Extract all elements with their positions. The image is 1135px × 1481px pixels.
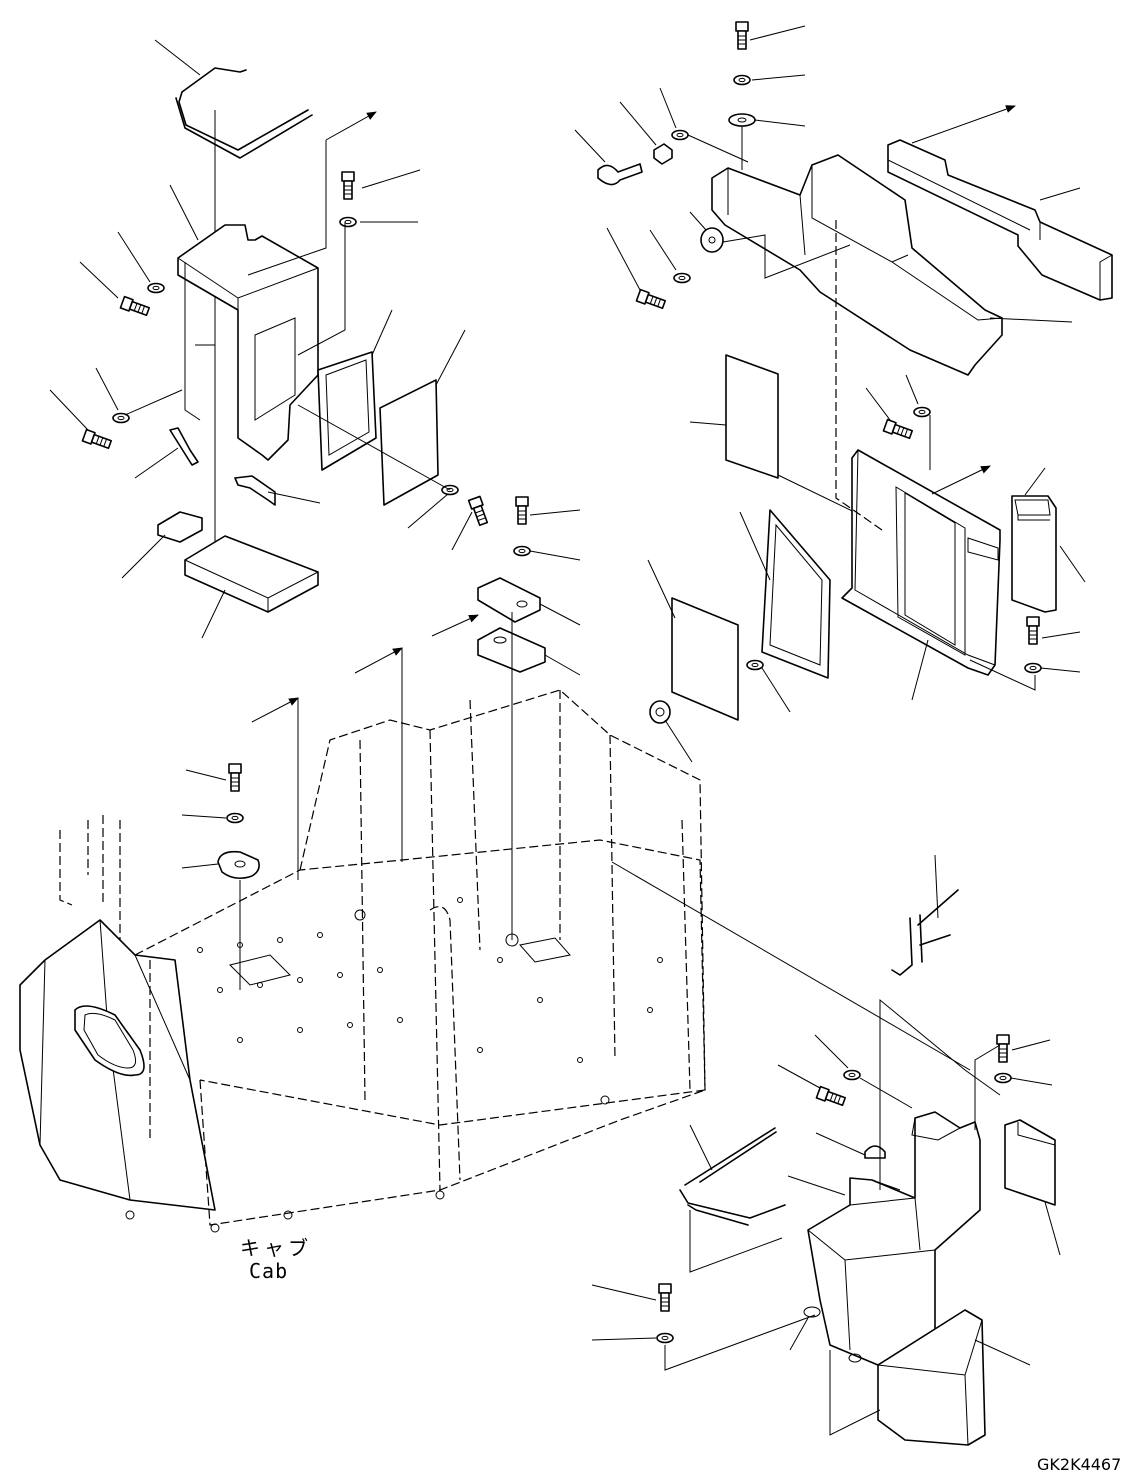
lower-right-cover-group bbox=[591, 854, 1061, 1446]
knob-bolt bbox=[597, 163, 643, 186]
box-cover-upper-left bbox=[177, 224, 319, 461]
mounting-flange-left bbox=[217, 850, 260, 880]
foam-pad-large bbox=[184, 535, 319, 613]
dome-plug bbox=[864, 1145, 886, 1159]
plate-right-panel bbox=[671, 597, 739, 721]
left-mount-group bbox=[181, 763, 260, 990]
cover-gasket-upper-left bbox=[317, 351, 377, 471]
foam-pad-right-upper bbox=[1004, 1119, 1056, 1206]
foam-block-small bbox=[157, 511, 203, 543]
channel-cover-top-right bbox=[711, 154, 1003, 376]
grommet-right bbox=[649, 700, 671, 724]
cab-oval-window bbox=[74, 1005, 145, 1077]
center-bracket-group bbox=[251, 496, 581, 940]
foam-strip-top-right bbox=[887, 139, 1113, 301]
cab-floor-holes bbox=[197, 897, 663, 1063]
cab-label-english: Cab bbox=[249, 1259, 289, 1283]
clip-small-left bbox=[169, 427, 199, 466]
cab-frame bbox=[19, 689, 971, 1233]
wire-clip-upper-left bbox=[175, 67, 313, 159]
foam-pad-right-lower bbox=[877, 1309, 986, 1446]
wire-clip-lower-right-top bbox=[891, 889, 959, 976]
rubber-washer-top bbox=[728, 113, 756, 127]
upper-left-cover-group bbox=[49, 39, 490, 639]
gasket-right-panel bbox=[761, 509, 831, 679]
upper-right-cover-group bbox=[574, 21, 1113, 763]
mounting-plate-small bbox=[477, 577, 541, 623]
cover-plate-upper-left bbox=[379, 379, 439, 506]
bracket-small-left bbox=[234, 475, 276, 506]
cover-panel-plate bbox=[725, 354, 779, 479]
seal-pad-right bbox=[1011, 495, 1057, 613]
cab-label-japanese: キャブ bbox=[240, 1236, 312, 1260]
drawing-code-label: GK2K4467 bbox=[1037, 1455, 1122, 1474]
floor-panel-frame bbox=[841, 449, 1001, 676]
hex-nut-top-right bbox=[653, 143, 673, 165]
wire-clip-lower-right bbox=[679, 1127, 786, 1226]
rubber-washer-left bbox=[700, 227, 724, 253]
